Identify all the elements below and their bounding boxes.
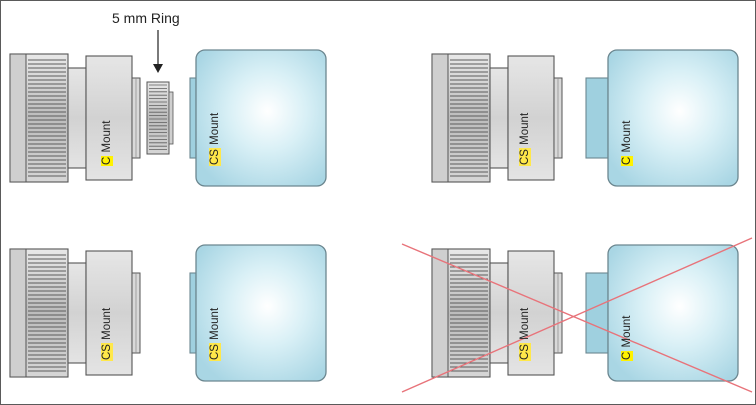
camera-body xyxy=(607,244,739,382)
cross-line-1 xyxy=(401,243,753,393)
arrow-head xyxy=(153,64,163,73)
lens-collar xyxy=(67,262,87,364)
panel-bottom-left xyxy=(9,244,327,382)
lens-front-ring xyxy=(431,53,449,183)
mount-type-highlight: C xyxy=(101,155,113,166)
camera-flange xyxy=(189,272,197,354)
lens-front-ring xyxy=(9,53,27,183)
cross-line-2 xyxy=(401,237,753,393)
panel-bottom-right xyxy=(431,244,739,382)
lens-knurl-lines xyxy=(28,254,66,372)
lens-front-ring xyxy=(431,248,449,378)
lens-barrel xyxy=(507,55,555,181)
lens-knurl-lines xyxy=(450,254,488,372)
camera-flange xyxy=(189,77,197,159)
camera-mount-label-top-left: CS Mount xyxy=(209,112,221,166)
lens-mount-label-top-right: CS Mount xyxy=(519,112,531,166)
camera-flange xyxy=(585,272,609,354)
ring-arrow xyxy=(153,30,163,73)
lens-collar xyxy=(489,262,509,364)
mount-type-highlight: CS xyxy=(209,148,221,166)
camera-body xyxy=(195,244,327,382)
ring-thread xyxy=(168,91,174,145)
ring-label: 5 mm Ring xyxy=(112,10,180,26)
camera-mount-label-bottom-left: CS Mount xyxy=(209,307,221,361)
mount-type-highlight: CS xyxy=(519,148,531,166)
camera-flange xyxy=(585,77,609,159)
lens-mount-label-bottom-right: CS Mount xyxy=(519,307,531,361)
camera-body xyxy=(607,49,739,187)
mount-type-highlight: C xyxy=(621,350,633,361)
lens-knurl-lines xyxy=(28,59,66,177)
spacer-ring xyxy=(146,81,174,155)
camera-mount-label-top-right: C Mount xyxy=(621,120,633,166)
mount-type-highlight: C xyxy=(621,155,633,166)
mount-type-highlight: CS xyxy=(101,343,113,361)
mount-type-highlight: CS xyxy=(209,343,221,361)
mount-type-highlight: CS xyxy=(519,343,531,361)
lens-mount-label-bottom-left: CS Mount xyxy=(101,307,113,361)
camera-body xyxy=(195,49,327,187)
lens-collar xyxy=(67,67,87,169)
camera-mount-label-bottom-right: C Mount xyxy=(621,315,633,361)
lens-knurl-lines xyxy=(450,59,488,177)
incompatible-cross xyxy=(401,237,753,393)
lens-collar xyxy=(489,67,509,169)
panel-top-right xyxy=(431,49,739,187)
lens-front-ring xyxy=(9,248,27,378)
panel-top-left xyxy=(9,49,327,187)
lens-mount-label-top-left: C Mount xyxy=(101,120,113,166)
